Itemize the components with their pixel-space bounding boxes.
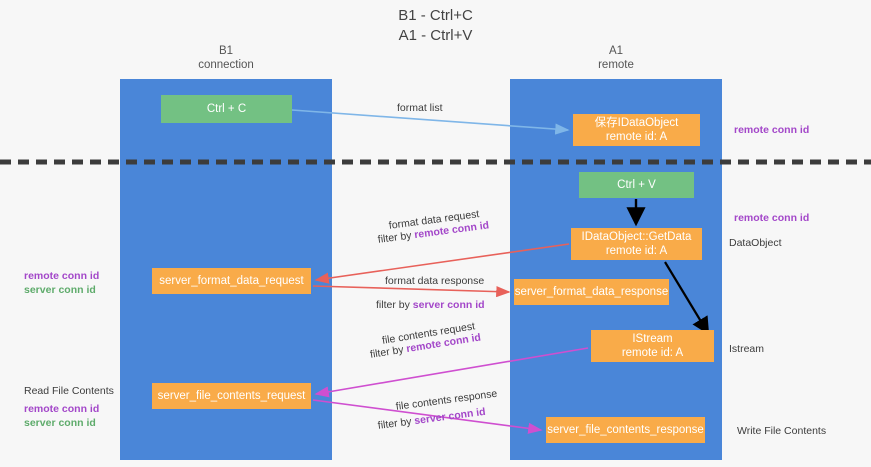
node-ctrl-c-label: Ctrl + C: [206, 103, 247, 115]
side-label-read-file-contents: Read File Contents: [24, 385, 114, 397]
node-getdata-line2: remote id: A: [605, 245, 668, 257]
lane-a1-name: A1: [608, 45, 624, 57]
title-line-2: A1 - Ctrl+V: [398, 27, 473, 44]
side-label-left-remote-conn-id: remote conn id: [24, 270, 100, 282]
node-server-format-data-request[interactable]: server_format_data_request: [152, 268, 311, 294]
side-label-write-file-contents: Write File Contents: [737, 425, 827, 437]
side-label-dataobject: DataObject: [729, 237, 782, 249]
lane-b1-name: B1: [218, 45, 234, 57]
diagram-title: B1 - Ctrl+C A1 - Ctrl+V: [0, 6, 871, 46]
node-server-file-contents-request-label: server_file_contents_request: [157, 390, 306, 402]
lane-header-a1: A1 remote: [510, 44, 722, 72]
edge-label-format-data-response-filter: filter by server conn id: [376, 298, 485, 312]
arrow-format-data-response: [312, 285, 511, 298]
node-idataobject-line1: 保存IDataObject: [594, 117, 679, 129]
filter-prefix: filter by: [376, 299, 413, 311]
edge-label-format-list-text: format list: [397, 102, 443, 114]
edge-label-format-data-response: format data response: [385, 274, 484, 288]
node-ctrl-v-label: Ctrl + V: [617, 179, 656, 191]
side-label-istream: Istream: [729, 343, 765, 355]
node-ctrl-v[interactable]: Ctrl + V: [579, 172, 694, 198]
node-idataobject[interactable]: 保存IDataObject remote id: A: [573, 114, 700, 146]
side-label-left-server-conn-id-2: server conn id: [24, 417, 96, 429]
arrow-file-contents-response: [312, 399, 543, 434]
edge-label-format-list: format list: [397, 101, 443, 115]
side-label-left-remote-conn-id-2: remote conn id: [24, 403, 100, 415]
node-server-file-contents-response[interactable]: server_file_contents_response: [546, 417, 705, 443]
lane-b1-role: connection: [198, 59, 254, 71]
node-server-format-data-request-label: server_format_data_request: [159, 275, 304, 287]
node-server-file-contents-response-label: server_file_contents_response: [547, 424, 704, 436]
arrow-file-contents-request: [314, 347, 589, 398]
side-label-right-remote-conn-id-top: remote conn id: [734, 124, 810, 136]
node-server-format-data-response-label: server_format_data_response: [514, 286, 669, 298]
node-server-format-data-response[interactable]: server_format_data_response: [514, 279, 669, 305]
node-idataobject-line2: remote id: A: [605, 131, 668, 143]
side-label-left-server-conn-id: server conn id: [24, 284, 96, 296]
arrow-format-data-request: [314, 243, 570, 284]
lane-header-b1: B1 connection: [120, 44, 332, 72]
side-label-right-remote-conn-id-mid: remote conn id: [734, 212, 810, 224]
filter-key-server-conn-id: server conn id: [412, 299, 485, 311]
arrow-getdata-istream: [664, 261, 710, 335]
node-idataobject-getdata[interactable]: IDataObject::GetData remote id: A: [571, 228, 702, 260]
node-istream-line1: IStream: [632, 333, 673, 345]
arrow-format-list: [291, 109, 570, 135]
node-getdata-line1: IDataObject::GetData: [581, 231, 692, 243]
node-istream-line2: remote id: A: [621, 347, 684, 359]
title-line-1: B1 - Ctrl+C: [398, 7, 473, 24]
node-ctrl-c[interactable]: Ctrl + C: [161, 95, 292, 123]
edge-label-format-data-response-text: format data response: [385, 275, 485, 287]
lane-a1-role: remote: [598, 59, 634, 71]
node-istream[interactable]: IStream remote id: A: [591, 330, 714, 362]
node-server-file-contents-request[interactable]: server_file_contents_request: [152, 383, 311, 409]
